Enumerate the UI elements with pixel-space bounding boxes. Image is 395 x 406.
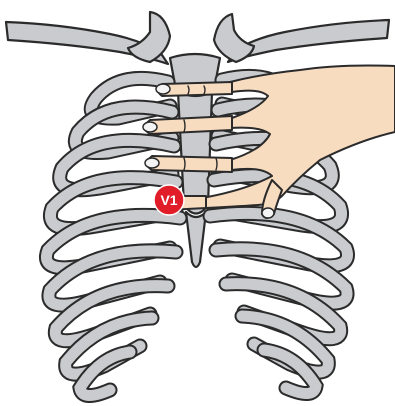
left-first-rib [128, 12, 170, 62]
v1-electrode-marker: V1 [154, 185, 184, 215]
v1-marker-label: V1 [160, 192, 177, 208]
thumbnail [262, 208, 274, 218]
index-fingernail [156, 84, 170, 94]
right-first-rib [214, 14, 254, 62]
middle-fingernail [143, 122, 157, 132]
xiphoid-process [186, 212, 206, 267]
ring-finger [147, 156, 232, 172]
ring-fingernail [145, 158, 159, 168]
middle-finger [145, 116, 232, 134]
right-clavicle [228, 20, 389, 62]
